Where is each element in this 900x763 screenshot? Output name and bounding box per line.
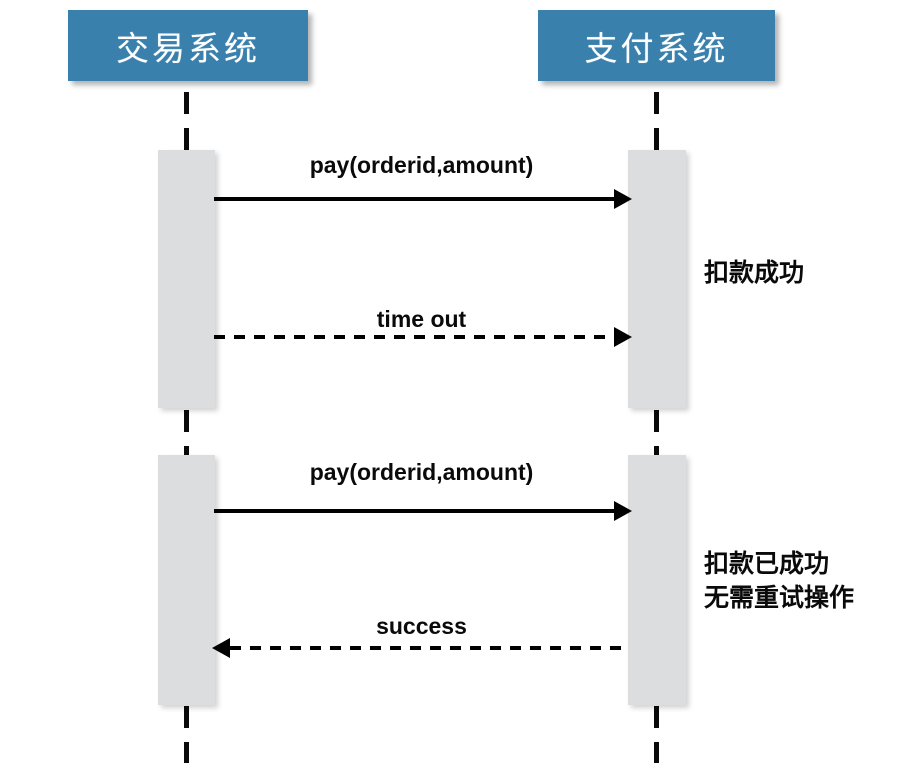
participant-header-trade: 交易系统 <box>68 10 308 81</box>
message-line-pay-1 <box>214 197 616 201</box>
note-no-retry-line-1: 扣款已成功 <box>704 550 830 578</box>
arrow-head-timeout <box>614 327 632 347</box>
lifeline-trade-bottom <box>184 706 189 763</box>
lifeline-payment-top <box>654 92 659 154</box>
lifeline-payment-bottom <box>654 706 659 763</box>
arrow-head-pay-1 <box>614 189 632 209</box>
note-deduct-success-line-1: 扣款成功 <box>704 259 805 287</box>
arrow-head-success <box>212 638 230 658</box>
message-line-success <box>230 646 630 650</box>
lifeline-trade-top <box>184 92 189 154</box>
lifeline-payment-middle <box>654 410 659 458</box>
message-line-timeout <box>214 335 614 339</box>
note-deduct-success: 扣款成功 <box>704 256 804 290</box>
activation-bar-trade-2 <box>158 455 215 705</box>
lifeline-trade-middle <box>184 410 189 458</box>
message-label-pay-1: pay(orderid,amount) <box>309 152 534 178</box>
message-label-success: success <box>376 613 467 639</box>
message-line-pay-2 <box>214 509 616 513</box>
message-label-timeout: time out <box>376 306 467 332</box>
note-no-retry-line-2: 无需重试操作 <box>704 584 855 612</box>
activation-bar-trade-1 <box>158 150 215 408</box>
message-label-pay-2: pay(orderid,amount) <box>309 459 534 485</box>
participant-header-payment: 支付系统 <box>538 10 775 81</box>
activation-bar-payment-2 <box>628 455 686 705</box>
participant-label-trade: 交易系统 <box>116 29 260 67</box>
note-no-retry-needed: 扣款已成功 无需重试操作 <box>704 547 854 615</box>
arrow-head-pay-2 <box>614 501 632 521</box>
participant-label-payment: 支付系统 <box>584 29 729 67</box>
activation-bar-payment-1 <box>628 150 686 408</box>
